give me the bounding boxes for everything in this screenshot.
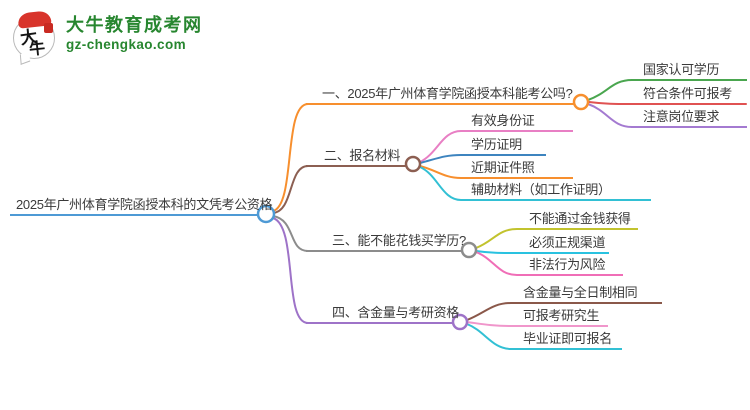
edge-root-branch3 (272, 215, 309, 252)
red-seal-icon (44, 23, 53, 33)
branch1-node-circle[interactable] (572, 93, 590, 111)
logo-bull-badge-icon: 大 牛 (13, 10, 57, 65)
branch4-child1-node[interactable]: 含金量与全日制相同 (511, 283, 662, 304)
root-node-circle[interactable] (256, 204, 276, 224)
edge-branch4-child1 (466, 302, 512, 321)
branch4-node-circle[interactable] (451, 313, 469, 331)
edge-branch1-child1 (587, 79, 633, 101)
edge-branch3-child3 (475, 251, 518, 276)
edge-branch2-child3 (419, 165, 462, 179)
edge-branch1-child2 (588, 101, 747, 105)
edge-branch4-child3 (466, 323, 512, 350)
edge-branch4-child2 (466, 321, 512, 327)
edge-branch2-child1 (419, 130, 462, 163)
branch3-node[interactable]: 三、能不能花钱买学历? (306, 231, 466, 252)
edge-branch2-child4 (419, 166, 462, 201)
branch2-node[interactable]: 二、报名材料 (306, 146, 406, 167)
badge-char: 牛 (28, 38, 47, 59)
edge-root-branch1 (272, 103, 309, 212)
branch2-node-circle[interactable] (404, 155, 422, 173)
edge-branch2-child2 (419, 154, 462, 164)
root-node[interactable]: 2025年广州体育学院函授本科的文凭考公资格 (10, 195, 273, 216)
branch2-child1-node[interactable]: 有效身份证 (461, 111, 573, 132)
branch3-node-circle[interactable] (460, 241, 478, 259)
branch3-child2-node[interactable]: 必须正规渠道 (517, 233, 609, 254)
branch3-child1-node[interactable]: 不能通过金钱获得 (517, 209, 638, 230)
branch1-child3-node[interactable]: 注意岗位要求 (631, 107, 747, 128)
site-logo: 大 牛 大牛教育成考网 gz-chengkao.com (13, 10, 203, 65)
logo-domain: gz-chengkao.com (66, 37, 187, 52)
edge-branch1-child3 (587, 103, 633, 128)
edge-branch3-child1 (475, 228, 518, 249)
branch2-child3-node[interactable]: 近期证件照 (461, 158, 573, 179)
edge-root-branch2 (272, 165, 309, 214)
branch3-child3-node[interactable]: 非法行为风险 (517, 255, 623, 276)
edge-root-branch4 (272, 217, 309, 324)
branch1-child2-node[interactable]: 符合条件可报考 (643, 86, 732, 101)
branch4-child3-node[interactable]: 毕业证即可报名 (511, 329, 622, 350)
branch2-child4-node[interactable]: 辅助材料（如工作证明） (461, 180, 651, 201)
branch2-child2-node[interactable]: 学历证明 (461, 135, 546, 156)
branch4-node[interactable]: 四、含金量与考研资格 (306, 303, 459, 324)
branch1-child1-node[interactable]: 国家认可学历 (631, 60, 747, 81)
edge-branch3-child2 (475, 250, 518, 254)
logo-title: 大牛教育成考网 (66, 15, 203, 35)
branch1-node[interactable]: 一、2025年广州体育学院函授本科能考公吗? (306, 84, 574, 105)
branch4-child2-node[interactable]: 可报考研究生 (511, 306, 608, 327)
